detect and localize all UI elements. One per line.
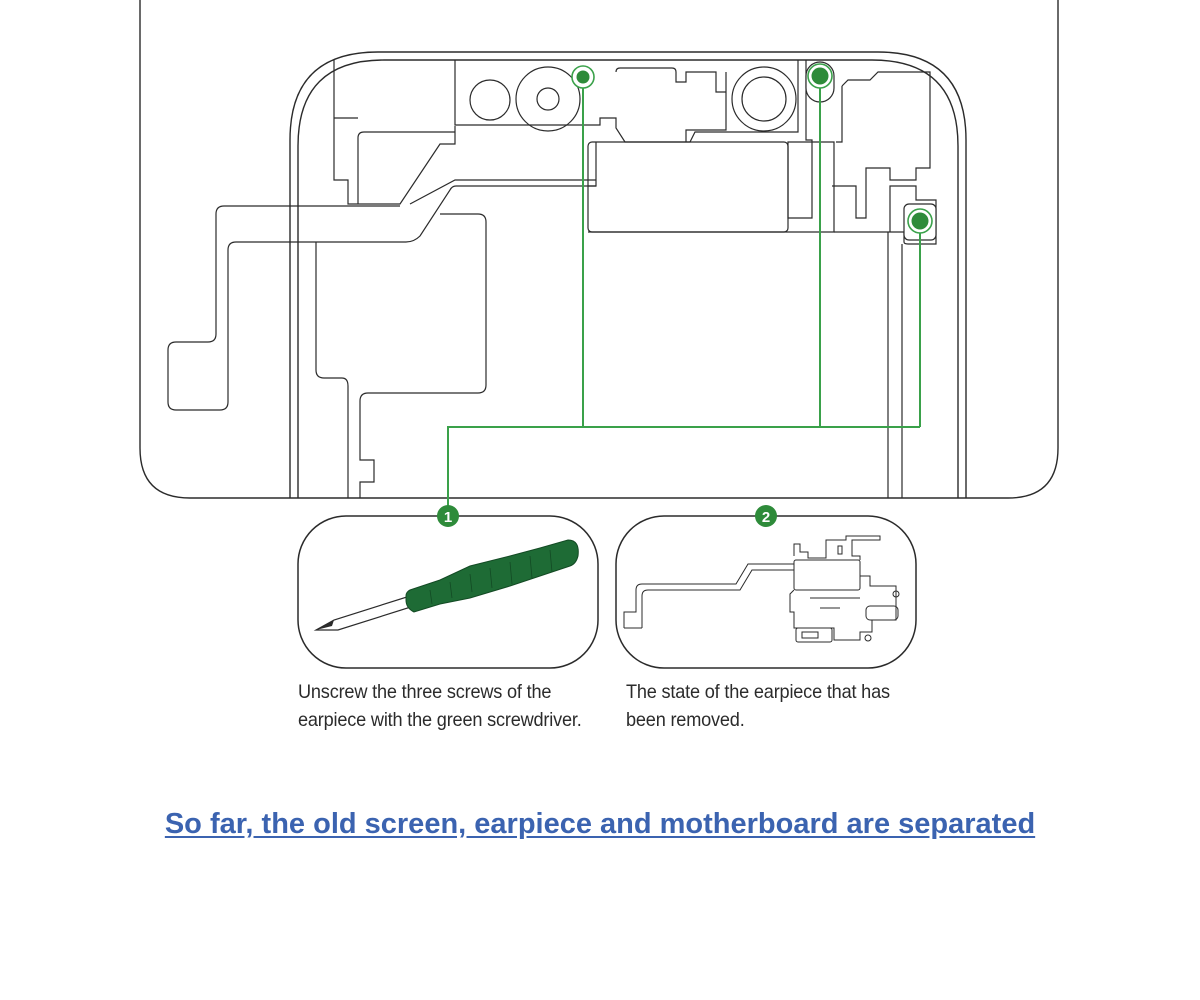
summary-link[interactable]: So far, the old screen, earpiece and mot… <box>164 808 1036 840</box>
step-1-panel: 1 <box>297 505 599 669</box>
step-1-badge <box>437 505 459 527</box>
step-1-caption-line-1: Unscrew the three screws of the <box>298 681 552 703</box>
step-2-caption-line-2: been removed. <box>626 709 745 731</box>
guide-lines <box>447 88 921 516</box>
front-camera-outer <box>515 66 581 132</box>
front-camera-inner <box>536 87 560 111</box>
earpiece-removal-diagram: 1 2 <box>139 0 1059 669</box>
screwdriver-icon <box>313 539 579 631</box>
front-sensor-1 <box>469 79 511 121</box>
step-2-caption-line-1: The state of the earpiece that has <box>626 681 890 703</box>
step-1-number: 1 <box>444 509 452 526</box>
step-2-caption: The state of the earpiece that has been … <box>626 678 890 734</box>
step-1-caption: Unscrew the three screws of the earpiece… <box>298 678 582 734</box>
step-2-panel: 2 <box>615 505 917 669</box>
screw-positions <box>571 61 937 241</box>
phone-frame <box>139 0 1059 499</box>
step-1-caption-line-2: earpiece with the green screwdriver. <box>298 709 582 731</box>
earpiece-flex-cable-icon <box>623 535 900 643</box>
step-2-badge <box>755 505 777 527</box>
earpiece-assembly <box>167 60 937 498</box>
front-sensor-2 <box>731 66 797 132</box>
step-2-number: 2 <box>762 509 770 526</box>
